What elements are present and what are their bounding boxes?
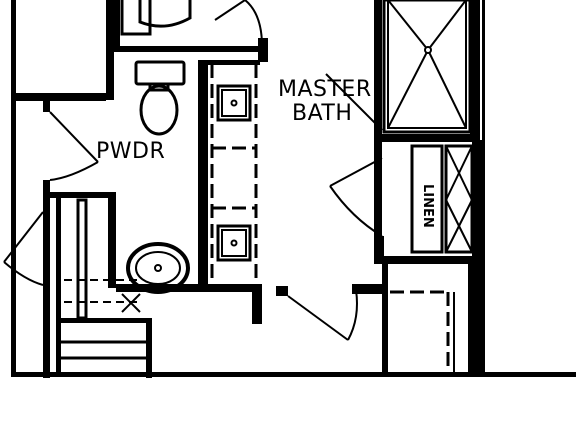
- linen-closet: [374, 140, 482, 377]
- vanity: [208, 60, 260, 280]
- powder-door: [49, 111, 99, 181]
- upper-left-closet: [11, 0, 114, 101]
- right-exterior-wall: [482, 0, 485, 377]
- master-bath-door: [276, 284, 382, 341]
- exterior-walls: [11, 0, 576, 377]
- vanity-sink-upper: [216, 84, 252, 122]
- shower-door: [325, 73, 383, 131]
- master-bath-label-line2: BATH: [292, 101, 352, 126]
- vanity-top-wall: [258, 38, 268, 62]
- lower-left-door: [3, 200, 50, 286]
- master-bath-label-line1: MASTER: [278, 77, 372, 102]
- lower-right-closet: [382, 264, 474, 376]
- lower-left-storage: [56, 198, 152, 378]
- upper-toilet: [114, 0, 268, 52]
- powder-room-walls: [43, 60, 262, 378]
- vanity-sink-lower: [216, 224, 252, 262]
- shower: [374, 0, 480, 142]
- powder-toilet: [134, 60, 186, 136]
- linen-door: [329, 157, 384, 264]
- powder-label: PWDR: [96, 139, 165, 164]
- linen-label: LINEN: [420, 184, 435, 228]
- powder-sink: [126, 242, 190, 294]
